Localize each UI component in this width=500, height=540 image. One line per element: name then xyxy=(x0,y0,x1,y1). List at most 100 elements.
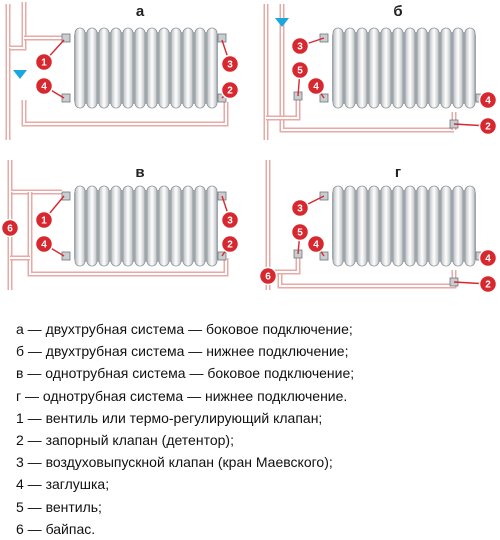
panel-title: г xyxy=(395,164,401,181)
radiator-section xyxy=(356,185,368,267)
radiator-section xyxy=(74,27,86,109)
callout-badge xyxy=(478,248,498,268)
radiator-section xyxy=(368,27,380,109)
callout-badge xyxy=(478,116,498,136)
radiator-section xyxy=(464,27,476,109)
radiator-section xyxy=(404,27,416,109)
radiator-section xyxy=(380,185,392,267)
radiator-section xyxy=(122,27,134,109)
callout-number: 1 xyxy=(41,58,47,69)
radiator-section xyxy=(122,185,134,267)
radiator-section xyxy=(146,27,158,109)
plug-fitting xyxy=(61,251,71,261)
pipe xyxy=(277,270,457,289)
callout-badge xyxy=(290,60,310,80)
callout-number: 2 xyxy=(227,86,233,97)
callout-badge xyxy=(478,274,498,294)
radiator-section xyxy=(452,27,464,109)
legend-item-v: в — однотрубная система — боковое подклю… xyxy=(16,365,355,382)
callout-badge xyxy=(478,90,498,110)
radiator-section xyxy=(206,185,218,267)
plug-fitting xyxy=(61,93,71,103)
callout-number: 4 xyxy=(41,82,47,93)
radiator-section xyxy=(134,185,146,267)
radiator-section xyxy=(170,27,182,109)
callout-badge xyxy=(306,234,326,254)
radiator-section xyxy=(182,185,194,267)
plug-fitting xyxy=(319,251,329,261)
radiator-section xyxy=(86,27,98,109)
panel-a: а 1 4 3 2 xyxy=(5,2,240,140)
valve-fitting xyxy=(61,191,71,201)
callout-number: 3 xyxy=(297,42,303,53)
panel-title: а xyxy=(136,3,145,20)
legend-item-3: 3 — воздуховыпускной клапан (кран Маевск… xyxy=(16,454,333,471)
radiator-section xyxy=(344,185,356,267)
radiator-section xyxy=(206,27,218,109)
radiator-section xyxy=(452,185,464,267)
radiator-section xyxy=(194,27,206,109)
callout-number: 3 xyxy=(227,60,233,71)
radiator-section xyxy=(86,185,98,267)
panel-title: б xyxy=(393,3,402,20)
callout-badge xyxy=(34,52,54,72)
callout-badge xyxy=(290,222,310,242)
radiator-section xyxy=(356,27,368,109)
flow-arrow-icon xyxy=(275,18,289,27)
callout-number: 4 xyxy=(485,254,491,265)
radiator-section xyxy=(368,185,380,267)
callout-number: 4 xyxy=(313,240,319,251)
radiator-section xyxy=(332,185,344,267)
callout-badge xyxy=(0,218,20,238)
radiator xyxy=(332,27,476,109)
flow-arrow-icon xyxy=(13,70,27,79)
legend-item-2: 2 — запорный клапан (детентор); xyxy=(16,432,234,449)
radiator-section xyxy=(440,27,452,109)
radiator-section xyxy=(392,185,404,267)
radiator-section xyxy=(416,27,428,109)
radiator-section xyxy=(392,27,404,109)
legend-item-1: 1 — вентиль или термо-регулирующий клапа… xyxy=(16,409,323,426)
radiator-section xyxy=(98,185,110,267)
callout-number: 4 xyxy=(313,82,319,93)
radiator-section xyxy=(134,27,146,109)
radiator-section xyxy=(440,185,452,267)
callout-number: 6 xyxy=(265,272,271,283)
legend-item-g: г — однотрубная система — нижнее подключ… xyxy=(16,387,348,404)
callout-badge xyxy=(220,54,240,74)
radiator-section xyxy=(380,27,392,109)
callout-number: 3 xyxy=(227,216,233,227)
radiator-section xyxy=(158,27,170,109)
legend-item-5: 5 — вентиль; xyxy=(16,498,102,515)
callout-number: 1 xyxy=(41,216,47,227)
callout-badge xyxy=(290,36,310,56)
panel-title: в xyxy=(135,164,144,181)
callout-badge xyxy=(34,76,54,96)
callout-badge xyxy=(306,76,326,96)
radiator-section xyxy=(110,185,122,267)
legend-item-b: б — двухтрубная система — нижнее подключ… xyxy=(16,343,349,360)
callout-badge xyxy=(258,266,278,286)
radiator-section xyxy=(428,185,440,267)
radiator xyxy=(74,185,218,267)
callout-badge xyxy=(220,80,240,100)
callout-badge xyxy=(34,210,54,230)
callout-badge xyxy=(220,234,240,254)
radiator-section xyxy=(416,185,428,267)
radiator-section xyxy=(182,27,194,109)
callout-badge xyxy=(34,234,54,254)
radiator xyxy=(332,185,476,267)
radiator xyxy=(74,27,218,109)
radiator-section xyxy=(194,185,206,267)
radiator-section xyxy=(158,185,170,267)
callout-number: 6 xyxy=(7,224,13,235)
radiator-section xyxy=(332,27,344,109)
radiator-section xyxy=(74,185,86,267)
radiator-section xyxy=(98,27,110,109)
callout-number: 5 xyxy=(297,228,303,239)
detentor-fitting xyxy=(217,251,227,261)
legend-item-a: а — двухтрубная система — боковое подклю… xyxy=(16,321,353,337)
